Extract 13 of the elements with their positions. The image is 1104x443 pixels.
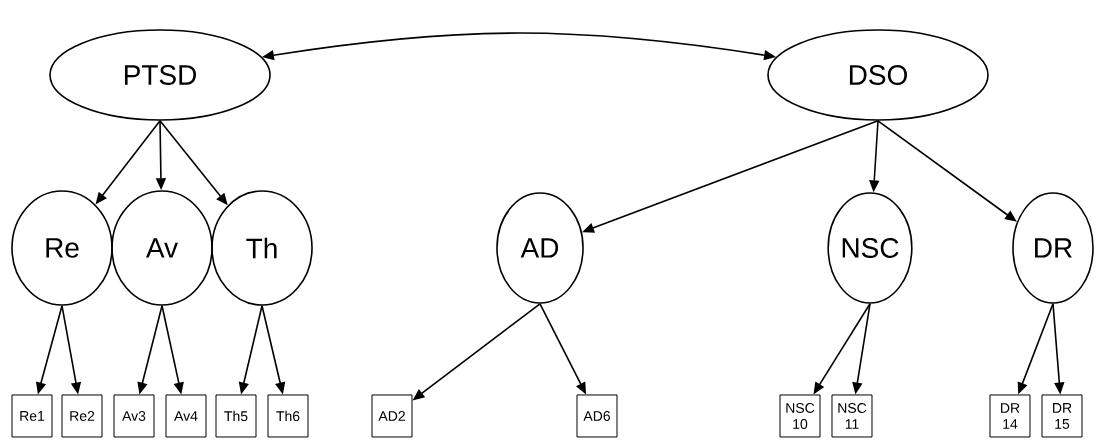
indicator-box: NSC 11 <box>831 394 873 438</box>
indicator-box: Re1 <box>11 394 53 438</box>
indicator-box: Th5 <box>215 394 257 438</box>
indicator-box: DR 15 <box>1041 394 1083 438</box>
indicator-box: NSC 10 <box>779 394 821 438</box>
indicator-box: AD2 <box>371 394 413 438</box>
indicator-box: DR 14 <box>989 394 1031 438</box>
indicator-box: AD6 <box>576 394 618 438</box>
indicator-box: Th6 <box>267 394 309 438</box>
indicator-box: Av4 <box>165 394 207 438</box>
indicator-box: Re2 <box>61 394 103 438</box>
indicator-box: Av3 <box>113 394 155 438</box>
arrow <box>877 120 1017 222</box>
